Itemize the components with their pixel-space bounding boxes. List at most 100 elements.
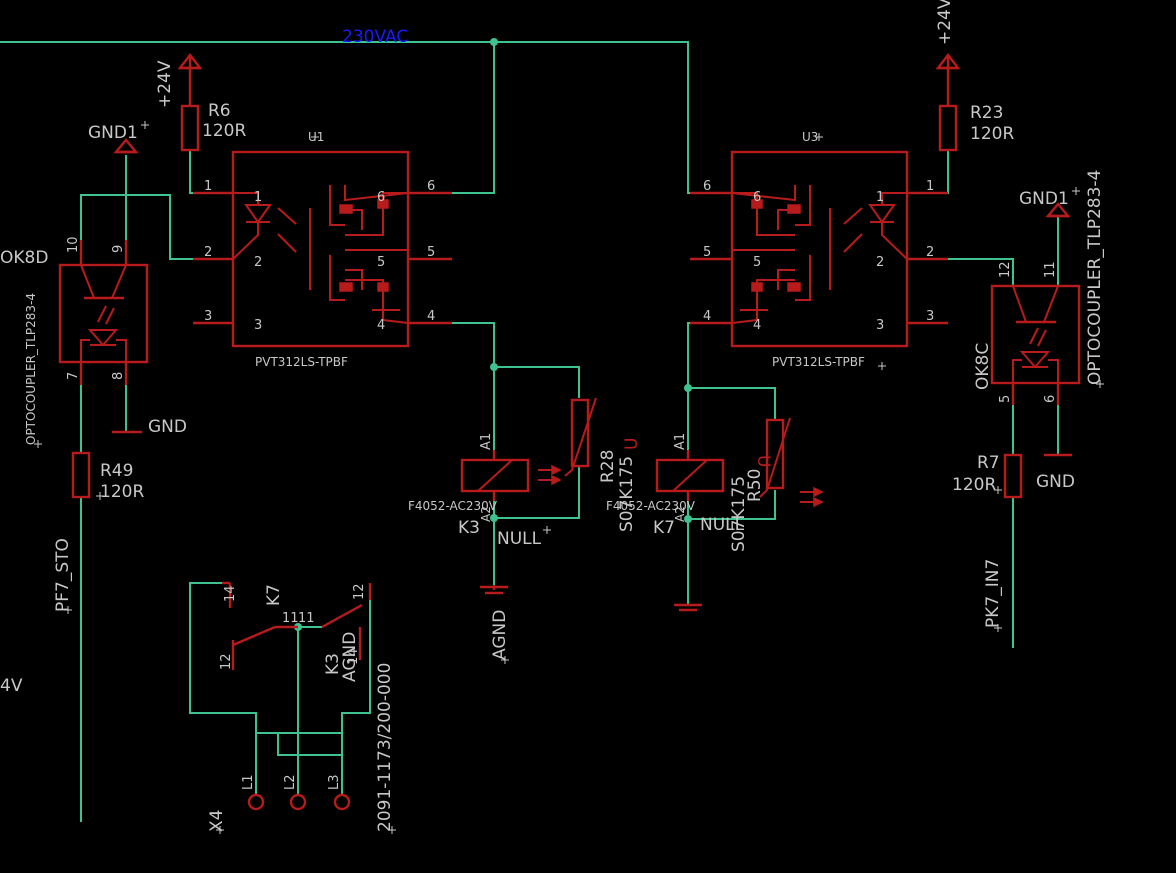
ssr-u1-pin-3: 3 xyxy=(204,309,212,324)
supply-24v-left[interactable]: +24V xyxy=(155,53,203,108)
ssr-u1-value: PVT312LS-TPBF xyxy=(255,355,348,369)
resistor-r23-value: 120R xyxy=(970,124,1014,144)
ssr-u3-pin-6: 6 xyxy=(703,179,711,194)
ssr-u1-pin-2: 2 xyxy=(204,245,212,260)
net-label-230vac: 230VAC xyxy=(342,27,408,47)
varistor-r28-value: S07K175 xyxy=(617,456,637,532)
optocoupler-left-pin-10: 10 xyxy=(66,236,81,253)
connector-x4-pin-l3: L3 xyxy=(327,774,342,790)
ssr-u3-inner-6: 6 xyxy=(753,190,761,205)
ssr-u3-inner-1: 1 xyxy=(876,190,884,205)
supply-label-agnd: AGND xyxy=(490,610,510,660)
wire-r50-bottom[interactable] xyxy=(688,490,776,520)
resistor-r7[interactable]: R7 120R xyxy=(952,453,1023,499)
contact-k7-pin-11: 11 xyxy=(282,611,299,626)
connector-x4-pin-l1: L1 xyxy=(241,774,256,790)
optocoupler-right-name: OK8C xyxy=(973,343,993,390)
wire-l3[interactable] xyxy=(277,713,343,756)
varistor-r50[interactable] xyxy=(759,417,791,498)
ssr-u3-pin-2: 2 xyxy=(926,245,934,260)
junction-dot xyxy=(684,384,692,392)
signal-pf7-sto: PF7_STO xyxy=(53,538,73,612)
junction-dot xyxy=(490,363,498,371)
relay-k7-pin-a2: A2 xyxy=(673,506,687,522)
resistor-r23-name: R23 xyxy=(970,103,1003,123)
ssr-u3[interactable] xyxy=(690,150,948,348)
optocoupler-right-pin-6: 6 xyxy=(1043,395,1058,403)
supply-gnd1-left[interactable]: GND1 xyxy=(88,123,139,154)
contact-k7[interactable] xyxy=(222,581,298,670)
relay-k7-value: F4052-AC230V xyxy=(606,499,696,513)
optocoupler-left-pin-8: 8 xyxy=(111,372,126,380)
ssr-u1-inner-5: 5 xyxy=(377,255,385,270)
varistor-r28[interactable] xyxy=(564,397,597,477)
wire-r28-bottom[interactable] xyxy=(494,467,580,519)
relay-k7-name: K7 xyxy=(653,518,675,538)
ssr-u1-inner-2: 2 xyxy=(254,255,262,270)
contact-k7-pin-12: 12 xyxy=(219,653,234,670)
ssr-u3-inner-3: 3 xyxy=(876,318,884,333)
wire-u1-pin6[interactable] xyxy=(430,42,495,194)
optocoupler-right-pin-12: 12 xyxy=(998,261,1013,278)
contact-k3-pin-12: 12 xyxy=(352,583,367,600)
supply-agnd-right[interactable] xyxy=(674,603,702,612)
ssr-u1[interactable] xyxy=(193,150,452,348)
ssr-u1-inner-4: 4 xyxy=(377,318,385,333)
supply-24v-right[interactable]: +24V xyxy=(935,0,961,105)
resistor-r6-value: 120R xyxy=(202,121,246,141)
resistor-r23[interactable]: R23 120R xyxy=(938,103,1014,152)
optocoupler-left-pin-7: 7 xyxy=(66,372,81,380)
ssr-u3-pin-5: 5 xyxy=(703,245,711,260)
supply-gnd-right[interactable]: GND xyxy=(1036,453,1075,492)
supply-agnd-left[interactable]: AGND xyxy=(480,585,510,660)
resistor-r49[interactable]: R49 120R xyxy=(71,451,144,502)
junction-dot xyxy=(684,515,692,523)
supply-gnd1-right[interactable]: GND1 xyxy=(1019,189,1071,218)
optocoupler-right-value: OPTOCOUPLER_TLP283-4 xyxy=(1085,170,1105,385)
varistor-r28-name: R28 xyxy=(598,450,618,483)
supply-label-gnd1-left: GND1 xyxy=(88,123,138,143)
relay-coil-k7[interactable] xyxy=(655,450,824,508)
ssr-u3-inner-2: 2 xyxy=(876,255,884,270)
supply-label-gnd1-right: GND1 xyxy=(1019,189,1069,209)
ssr-u1-pin-6: 6 xyxy=(427,179,435,194)
wire-230vac[interactable] xyxy=(0,41,707,194)
optocoupler-right[interactable] xyxy=(990,284,1081,405)
connector-x4[interactable] xyxy=(247,793,351,811)
supply-label-gnd-left: GND xyxy=(148,417,187,437)
resistor-r6[interactable]: R6 120R xyxy=(180,101,246,152)
ssr-u3-name: U3 xyxy=(802,130,818,144)
relay-coil-k3[interactable] xyxy=(460,450,562,501)
relay-k7-pin-a1: A1 xyxy=(673,433,688,450)
null-label-left: NULL xyxy=(497,529,542,549)
resistor-r7-value: 120R xyxy=(952,475,996,495)
wire-u1-pin4[interactable] xyxy=(430,322,580,398)
relay-k3-name: K3 xyxy=(458,518,480,538)
relay-k3-pin-a1: A1 xyxy=(479,433,494,450)
contact-k7-pin-14: 14 xyxy=(223,585,238,602)
optocoupler-left-value: OPTOCOUPLER_TLP283-4 xyxy=(24,293,38,445)
supply-gnd-left[interactable]: GND xyxy=(112,417,187,437)
ssr-u1-inner-1: 1 xyxy=(254,190,262,205)
ssr-u3-pin-1: 1 xyxy=(926,179,934,194)
contact-k3-pin-11: 11 xyxy=(298,611,315,626)
wire-u3-pin2[interactable] xyxy=(930,258,1014,286)
contact-k3-name: K3 xyxy=(323,653,343,675)
optocoupler-right-pin-11: 11 xyxy=(1043,261,1058,278)
junction-dot xyxy=(490,38,498,46)
contact-k3[interactable] xyxy=(321,583,372,660)
supply-label-24v-right: +24V xyxy=(935,0,955,45)
ssr-u1-inner-6: 6 xyxy=(377,190,385,205)
null-label-right: NULL xyxy=(700,515,745,535)
wire-u1-pin2[interactable] xyxy=(80,194,210,260)
relay-k3-pin-a2: A2 xyxy=(479,506,493,522)
optocoupler-left[interactable] xyxy=(58,240,149,385)
signal-pk7-in7: PK7_IN7 xyxy=(983,559,1003,628)
varistor-r50-name: R50 xyxy=(745,469,765,502)
wire-contact-left[interactable] xyxy=(189,582,257,795)
contact-k7-name: K7 xyxy=(264,584,284,606)
origin-markers xyxy=(34,121,1104,834)
resistor-r6-name: R6 xyxy=(208,101,231,121)
contact-k3-pin-14: 14 xyxy=(346,648,361,665)
